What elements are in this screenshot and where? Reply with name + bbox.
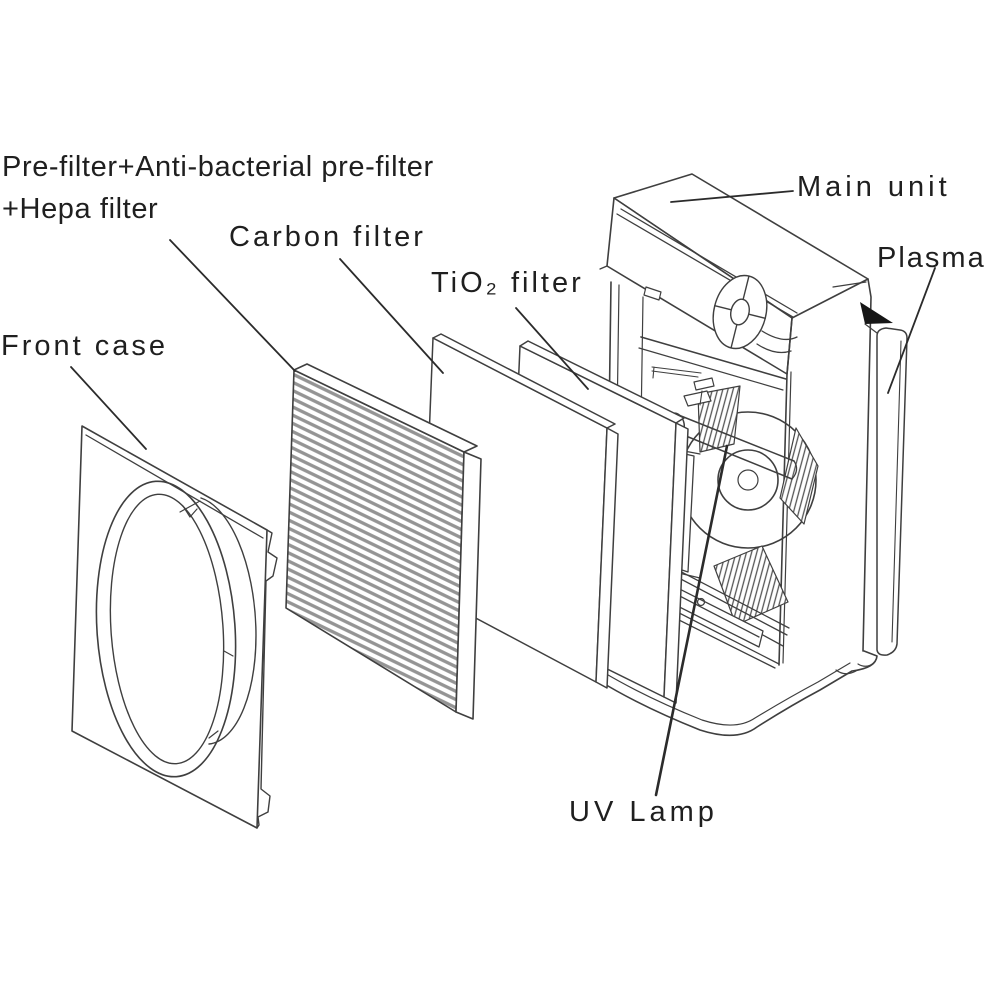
leader-plasma (887, 267, 936, 394)
impeller-icon (712, 274, 768, 350)
label-tio2-filter: TiO₂ filter (431, 267, 584, 299)
leader-carbon-filter (339, 258, 444, 374)
label-plasma: Plasma (877, 242, 986, 274)
leader-main-unit (670, 190, 794, 203)
label-pre-filter: Pre-filter+Anti-bacterial pre-filter +Hep… (2, 146, 434, 230)
base-drawing (597, 644, 878, 737)
leader-pre-filter (169, 239, 296, 372)
leader-tio2-filter (515, 307, 589, 390)
label-pre-filter-line1: Pre-filter+Anti-bacterial pre-filter (2, 151, 434, 183)
plasma-module-drawing (832, 281, 908, 656)
fan-drawing (679, 385, 819, 626)
label-main-unit: Main unit (797, 171, 951, 203)
label-front-case: Front case (1, 330, 168, 362)
leader-front-case (70, 366, 147, 450)
leader-uv-lamp (654, 444, 729, 797)
front-case-drawing (71, 425, 278, 829)
label-uv-lamp: UV Lamp (569, 796, 718, 828)
label-pre-filter-line2: +Hepa filter (2, 193, 159, 226)
pre-filter-hepa-drawing (285, 363, 482, 720)
leader-lines (70, 190, 936, 797)
label-carbon-filter: Carbon filter (229, 221, 426, 253)
